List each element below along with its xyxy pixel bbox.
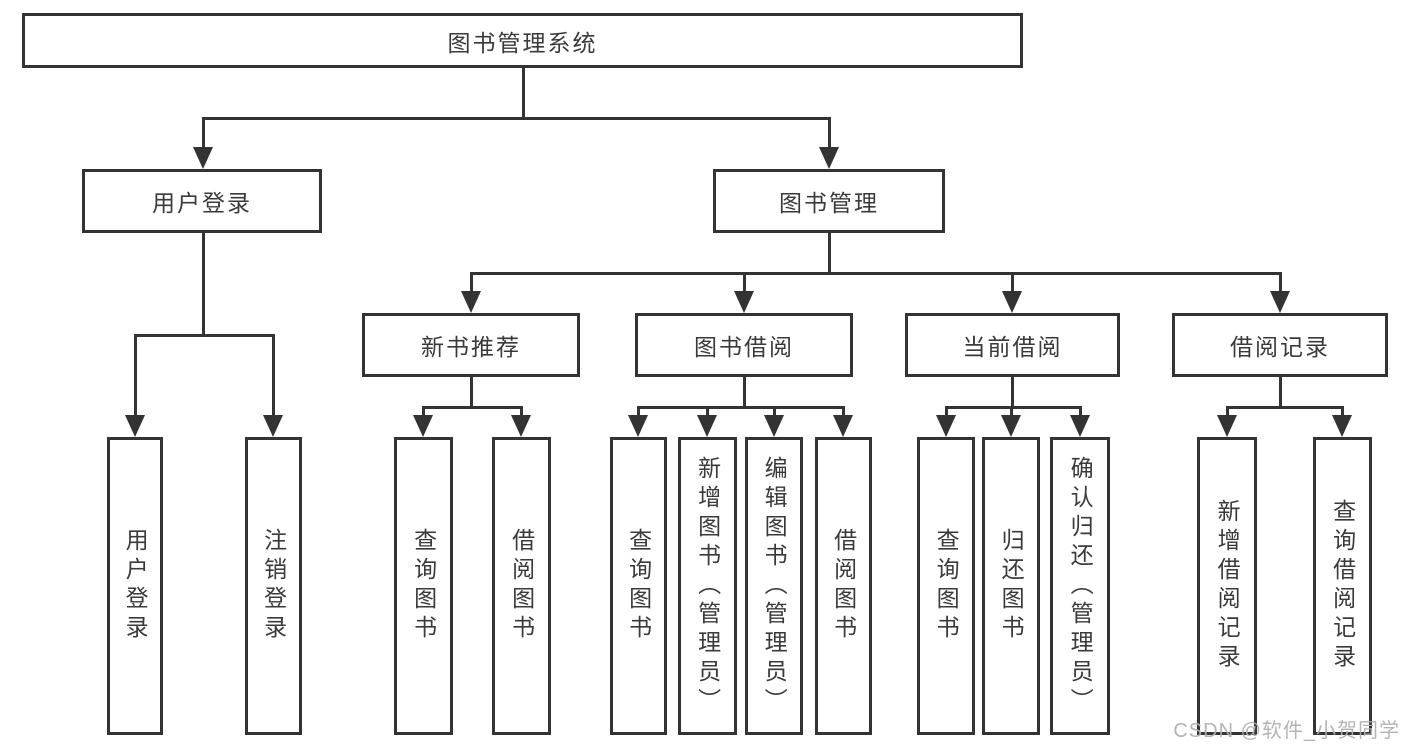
connector-line	[827, 232, 831, 273]
connector-line	[1010, 377, 1014, 407]
connector-line	[1225, 405, 1344, 409]
connector-line	[636, 405, 845, 409]
node-new-book-recommend-label: 新书推荐	[421, 334, 521, 360]
arrowhead-icon	[263, 415, 283, 437]
connector-line	[421, 405, 523, 409]
node-library-system-label: 图书管理系统	[447, 29, 598, 56]
leaf-add-borrow-record-label: 新增借阅记录	[1214, 499, 1241, 673]
connector-line	[944, 405, 1082, 409]
connector-line	[133, 335, 137, 433]
leaf-logout: 注销登录	[245, 437, 302, 735]
arrowhead-icon	[1001, 415, 1021, 437]
connector-line	[827, 118, 831, 165]
arrowhead-icon	[628, 415, 648, 437]
leaf-borrow-books-borrowing: 借阅图书	[815, 437, 872, 735]
leaf-query-books-borrowing-label: 查询图书	[625, 528, 652, 644]
node-library-system: 图书管理系统	[22, 13, 1023, 68]
node-book-borrowing: 图书借阅	[635, 313, 853, 377]
arrowhead-icon	[1070, 415, 1090, 437]
connector-line	[133, 333, 275, 337]
connector-line	[469, 377, 473, 407]
node-user-login: 用户登录	[82, 169, 322, 233]
leaf-add-books-admin-label: 新增图书（管理员）	[694, 455, 721, 717]
arrowhead-icon	[697, 415, 717, 437]
leaf-return-books-label: 归还图书	[998, 528, 1025, 644]
connector-line	[201, 232, 205, 335]
arrowhead-icon	[193, 147, 213, 169]
leaf-borrow-books-recommend-label: 借阅图书	[508, 528, 535, 644]
leaf-add-books-admin: 新增图书（管理员）	[678, 437, 737, 735]
connector-line	[1278, 377, 1282, 407]
node-book-management-label: 图书管理	[779, 190, 879, 216]
node-user-login-label: 用户登录	[152, 190, 252, 216]
leaf-confirm-return-admin-label: 确认归还（管理员）	[1067, 455, 1094, 717]
arrowhead-icon	[833, 415, 853, 437]
node-current-borrowing-label: 当前借阅	[962, 334, 1063, 360]
connector-line	[201, 118, 205, 165]
leaf-logout-label: 注销登录	[260, 528, 287, 644]
leaf-edit-books-admin: 编辑图书（管理员）	[745, 437, 803, 735]
node-borrowing-records: 借阅记录	[1172, 313, 1388, 377]
arrowhead-icon	[1270, 291, 1290, 313]
connector-line	[469, 271, 1282, 275]
connector-line	[521, 68, 525, 118]
node-book-borrowing-label: 图书借阅	[694, 334, 794, 360]
connector-line	[201, 116, 831, 120]
leaf-query-borrow-record: 查询借阅记录	[1313, 437, 1372, 735]
leaf-query-books-current: 查询图书	[917, 437, 975, 735]
watermark: CSDN @软件_小贺同学	[1173, 720, 1400, 742]
arrowhead-icon	[125, 415, 145, 437]
leaf-query-books-borrowing: 查询图书	[610, 437, 667, 735]
arrowhead-icon	[764, 415, 784, 437]
node-book-management: 图书管理	[713, 169, 945, 233]
leaf-return-books: 归还图书	[982, 437, 1040, 735]
leaf-user-login-label: 用户登录	[122, 528, 149, 644]
arrowhead-icon	[461, 291, 481, 313]
arrowhead-icon	[413, 415, 433, 437]
leaf-confirm-return-admin: 确认归还（管理员）	[1050, 437, 1110, 735]
node-current-borrowing: 当前借阅	[905, 313, 1120, 377]
connector-line	[271, 335, 275, 433]
arrowhead-icon	[734, 291, 754, 313]
leaf-borrow-books-recommend: 借阅图书	[492, 437, 551, 735]
arrowhead-icon	[1332, 415, 1352, 437]
connector-line	[742, 377, 746, 407]
node-borrowing-records-label: 借阅记录	[1230, 334, 1330, 360]
arrowhead-icon	[1002, 291, 1022, 313]
leaf-user-login: 用户登录	[107, 437, 163, 735]
leaf-query-books-recommend-label: 查询图书	[410, 528, 437, 644]
leaf-borrow-books-borrowing-label: 借阅图书	[830, 528, 857, 644]
leaf-query-books-current-label: 查询图书	[933, 528, 960, 644]
arrowhead-icon	[1217, 415, 1237, 437]
leaf-edit-books-admin-label: 编辑图书（管理员）	[761, 455, 788, 717]
arrowhead-icon	[511, 415, 531, 437]
arrowhead-icon	[936, 415, 956, 437]
leaf-query-borrow-record-label: 查询借阅记录	[1329, 499, 1356, 673]
leaf-query-books-recommend: 查询图书	[394, 437, 453, 735]
leaf-add-borrow-record: 新增借阅记录	[1197, 437, 1257, 735]
arrowhead-icon	[819, 147, 839, 169]
node-new-book-recommend: 新书推荐	[362, 313, 580, 377]
